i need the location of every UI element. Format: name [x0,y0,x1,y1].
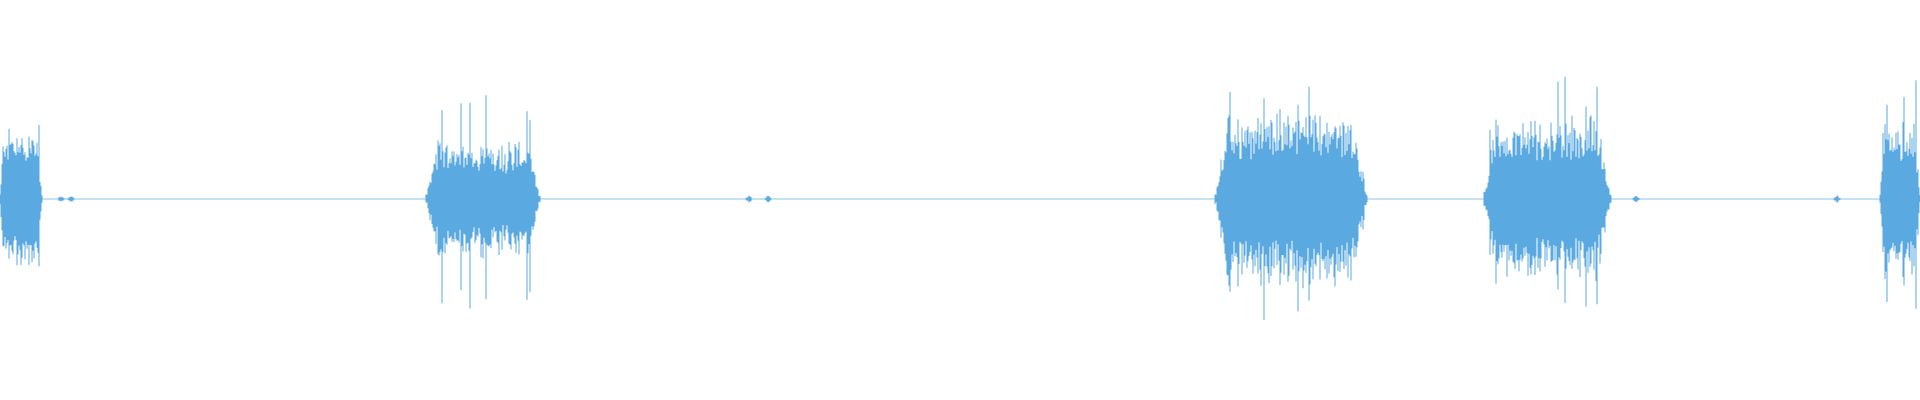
waveform-samples [0,76,1920,320]
waveform-path [0,76,1920,320]
